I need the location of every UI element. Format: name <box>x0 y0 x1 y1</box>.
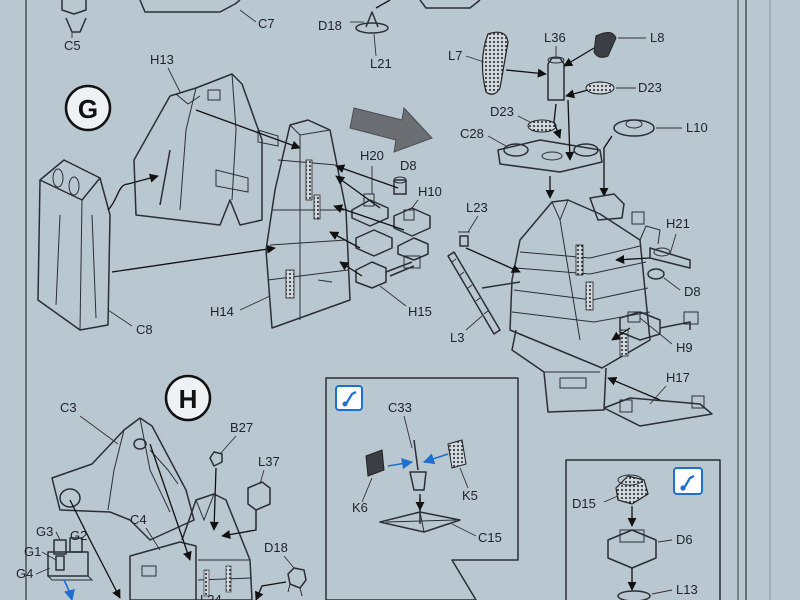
label-l23: L23 <box>466 200 488 215</box>
label-d18-h: D18 <box>264 540 288 555</box>
part-d15 <box>615 474 649 505</box>
label-l3: L3 <box>450 330 464 345</box>
label-l8: L8 <box>650 30 664 45</box>
part-k6 <box>365 449 385 477</box>
part-l10 <box>613 119 655 137</box>
label-l13: L13 <box>676 582 698 597</box>
label-h14: H14 <box>210 304 234 319</box>
part-d23-right <box>585 81 615 95</box>
label-h9: H9 <box>676 340 693 355</box>
part-k5 <box>447 439 467 469</box>
part-h17 <box>603 311 713 427</box>
label-d6: D6 <box>676 532 693 547</box>
part-h13 <box>133 73 279 226</box>
label-l36: L36 <box>544 30 566 45</box>
label-h20: H20 <box>360 148 384 163</box>
label-c5: C5 <box>64 38 81 53</box>
label-l7: L7 <box>448 48 462 63</box>
label-h10: H10 <box>418 184 442 199</box>
step-h-letter: H <box>179 384 198 414</box>
label-h15: H15 <box>408 304 432 319</box>
label-c7: C7 <box>258 16 275 31</box>
label-h21: H21 <box>666 216 690 231</box>
label-g4: G4 <box>16 566 33 581</box>
part-c3 <box>51 417 195 541</box>
label-c28: C28 <box>460 126 484 141</box>
part-b27 <box>209 451 223 467</box>
step-g: G C8 H13 <box>37 30 713 427</box>
label-k6: K6 <box>352 500 368 515</box>
label-d18: D18 <box>318 18 342 33</box>
label-d23-left: D23 <box>490 104 514 119</box>
label-c15: C15 <box>478 530 502 545</box>
part-c33 <box>409 439 427 491</box>
label-d23-right: D23 <box>638 80 662 95</box>
inset-c33: C33 K6 K5 C15 <box>325 377 519 600</box>
part-d23-left <box>527 119 557 133</box>
inset-d15: D15 D6 L13 <box>565 459 721 600</box>
part-l37 <box>247 481 271 511</box>
part-l3 <box>447 251 521 335</box>
callout-arrow <box>349 106 433 153</box>
label-k5: K5 <box>462 488 478 503</box>
label-g3: G3 <box>36 524 53 539</box>
top-strip: C5 C7 D18 L21 <box>61 0 481 71</box>
label-l21: L21 <box>370 56 392 71</box>
label-b27: B27 <box>230 420 253 435</box>
part-l8 <box>593 32 617 58</box>
part-l7 <box>481 31 509 95</box>
label-l10: L10 <box>686 120 708 135</box>
part-l13 <box>617 590 651 600</box>
label-g1: G1 <box>24 544 41 559</box>
label-c4: C4 <box>130 512 147 527</box>
label-c33: C33 <box>388 400 412 415</box>
label-d8-right: D8 <box>684 284 701 299</box>
step-h-badge <box>164 374 212 422</box>
label-d15: D15 <box>572 496 596 511</box>
label-c3: C3 <box>60 400 77 415</box>
part-d8-right <box>647 268 665 280</box>
label-l37: L37 <box>258 454 280 469</box>
part-h9-pylon-assembly <box>509 193 661 413</box>
label-c8: C8 <box>136 322 153 337</box>
part-h21 <box>649 247 691 269</box>
step-g-badge <box>64 84 112 132</box>
page-frame <box>25 0 747 600</box>
part-c28 <box>497 139 603 173</box>
part-h14 <box>265 119 351 329</box>
label-d8: D8 <box>400 158 417 173</box>
label-g2: G2 <box>70 528 87 543</box>
part-d6 <box>607 529 657 569</box>
label-l24: L24 <box>200 592 222 600</box>
label-h13: H13 <box>150 52 174 67</box>
part-c4 <box>129 493 253 600</box>
label-h17: H17 <box>666 370 690 385</box>
step-h: H C3 C4 B27 <box>16 374 307 600</box>
step-g-letter: G <box>78 94 98 124</box>
part-h15 <box>355 255 421 289</box>
